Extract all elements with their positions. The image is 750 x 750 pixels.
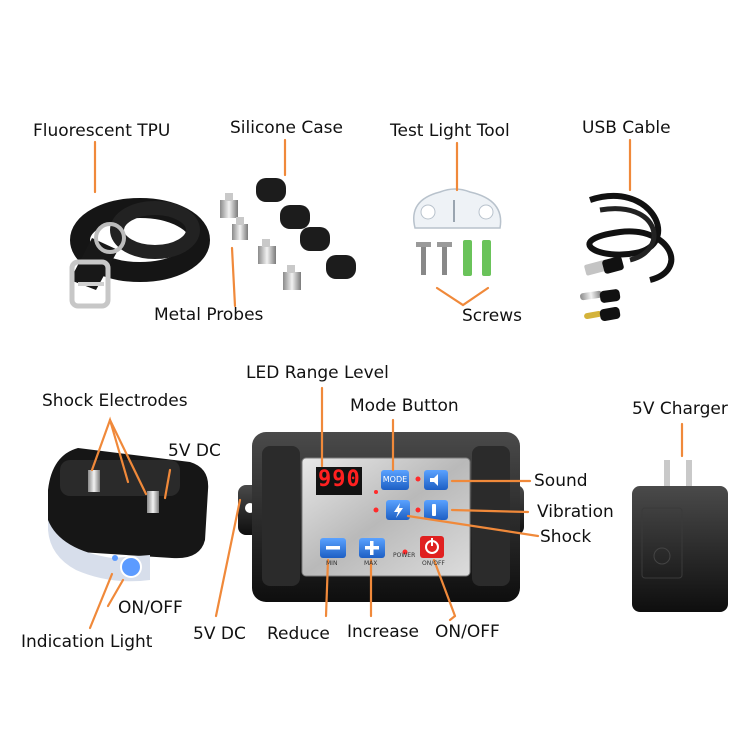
label-test-light-tool: Test Light Tool (390, 121, 510, 141)
label-5v-dc-unit: 5V DC (193, 624, 246, 644)
onoff-key-label: ON/OFF (422, 560, 445, 567)
label-metal-probes: Metal Probes (154, 305, 264, 325)
label-5v-charger: 5V Charger (632, 399, 728, 419)
usb-cable-image (580, 192, 675, 322)
transmitter-image (238, 432, 524, 602)
label-usb-cable: USB Cable (582, 118, 671, 138)
label-5v-dc-collar: 5V DC (168, 441, 221, 461)
min-label: MIN (326, 560, 338, 567)
label-fluorescent-tpu: Fluorescent TPU (33, 121, 171, 141)
tpu-strap-image (69, 198, 210, 309)
charger-image (632, 460, 728, 612)
label-mode-button: Mode Button (350, 396, 459, 416)
label-indication-light: Indication Light (21, 632, 153, 652)
mode-button[interactable]: MODE (382, 475, 408, 484)
label-screws: Screws (462, 306, 522, 326)
probes-caps-image (220, 178, 356, 290)
label-increase: Increase (347, 622, 419, 642)
label-silicone-case: Silicone Case (230, 118, 343, 138)
collar-receiver-image (48, 448, 209, 582)
led-display-readout: 990 (318, 467, 361, 492)
label-reduce: Reduce (267, 624, 330, 644)
label-on-off-unit: ON/OFF (435, 622, 500, 642)
power-label: POWER (393, 552, 416, 559)
test-light-tool-image (413, 188, 502, 276)
label-sound: Sound (534, 471, 588, 491)
label-vibration: Vibration (537, 502, 614, 522)
label-shock-electrodes: Shock Electrodes (42, 391, 188, 411)
label-on-off-collar: ON/OFF (118, 598, 183, 618)
max-label: MAX (364, 560, 378, 567)
label-led-range-level: LED Range Level (246, 363, 389, 383)
label-shock: Shock (540, 527, 592, 547)
